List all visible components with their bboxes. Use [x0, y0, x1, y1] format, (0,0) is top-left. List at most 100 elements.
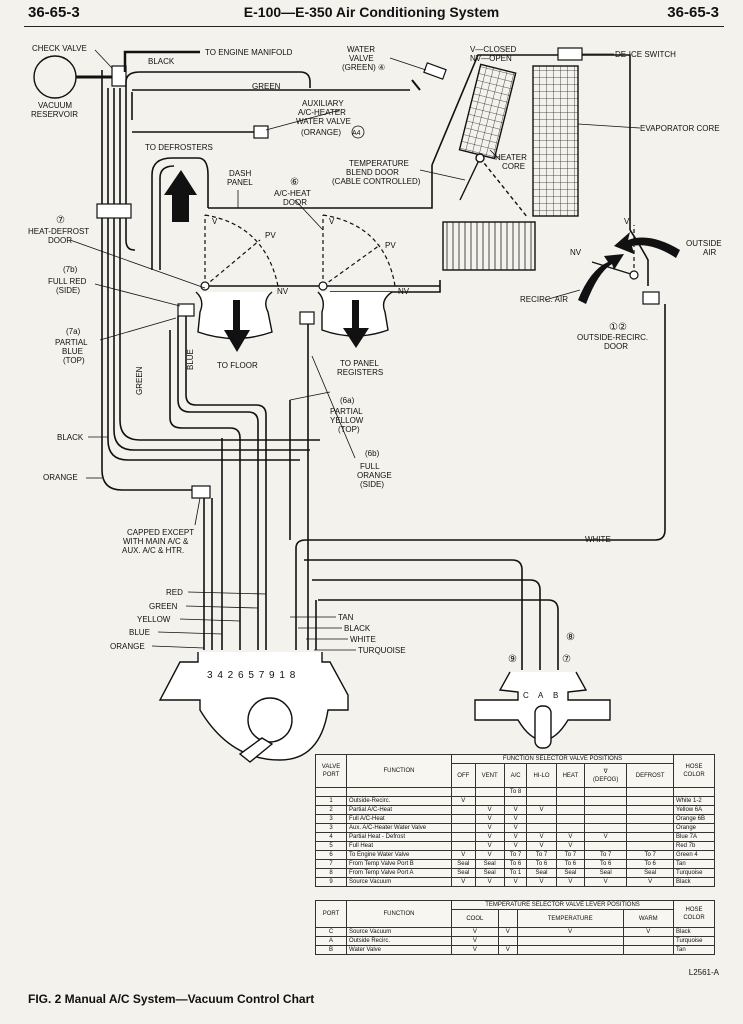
cell-port: 1: [315, 796, 347, 806]
cell-defrost: [626, 805, 674, 815]
th-ac: A/C: [503, 763, 528, 788]
label-nv-right: NV: [570, 248, 582, 257]
cell-color: Black: [673, 877, 715, 887]
label-white-line: WHITE: [585, 535, 611, 544]
label-blue-b: BLUE: [129, 628, 150, 637]
cell-ac: V: [503, 805, 528, 815]
label-partial-blue-3: (TOP): [63, 356, 85, 365]
label-tan-b: TAN: [338, 613, 354, 622]
label-aux-4: (ORANGE): [301, 128, 341, 137]
label-recirc-air: RECIRC. AIR: [520, 295, 568, 304]
label-capped-2: WITH MAIN A/C &: [123, 537, 189, 546]
cell-off: V: [451, 796, 476, 806]
cell-port: 8: [315, 868, 347, 878]
cell-defog: To 6: [584, 859, 628, 869]
label-temp-2: BLEND DOOR: [346, 168, 399, 177]
th-temp-hose-2: COLOR: [683, 915, 705, 921]
label-partial-blue-num: (7a): [66, 327, 81, 336]
cell-color: Blue 7A: [673, 832, 715, 842]
tube-bundle-left: [101, 70, 410, 491]
cell-port: A: [315, 936, 347, 946]
cell-hilo: V: [526, 805, 557, 815]
cell-function: From Temp Valve Port A: [346, 868, 452, 878]
label-partial-yellow-2: YELLOW: [330, 416, 364, 425]
cell-off: [451, 814, 476, 824]
cell-vent: V: [474, 823, 505, 833]
label-orange-left: ORANGE: [43, 473, 78, 482]
cell-defrost: [626, 841, 674, 851]
function-selector-valve: [158, 652, 349, 763]
label-vacuum-reservoir-1: VACUUM: [38, 101, 72, 110]
cell-off: [451, 841, 476, 851]
label-water-valve-2: VALVE: [349, 54, 374, 63]
label-full-red-num: (7b): [63, 265, 78, 274]
cell-defrost: [626, 814, 674, 824]
diagram-labels: CHECK VALVE VACUUM RESERVOIR BLACK TO EN…: [28, 44, 722, 700]
defroster-arrow: [164, 170, 197, 222]
label-to-engine-manifold: TO ENGINE MANIFOLD: [205, 48, 293, 57]
label-check-valve: CHECK VALVE: [32, 44, 87, 53]
label-ac-heat-1: A/C-HEAT: [274, 189, 311, 198]
label-full-red-1: FULL RED: [48, 277, 87, 286]
table-row: To 8: [315, 787, 715, 797]
label-capped-3: AUX. A/C & HTR.: [122, 546, 184, 555]
label-black-b: BLACK: [344, 624, 371, 633]
heater-core: [458, 63, 517, 160]
label-outside-air-2: AIR: [703, 248, 717, 257]
label-heater-core-2: CORE: [502, 162, 525, 171]
label-partial-yellow-3: (TOP): [338, 425, 360, 434]
cell-heat: [555, 805, 586, 815]
outside-recirc-door: [591, 225, 639, 280]
cell-heat: [555, 823, 586, 833]
cell-hilo: [526, 823, 557, 833]
label-heater-core-1: HEATER: [495, 153, 527, 162]
label-heat-defrost-2: DOOR: [48, 236, 72, 245]
cell-heat: [555, 814, 586, 824]
label-aux-badge: A4: [352, 130, 361, 137]
vacuum-reservoir: [33, 55, 77, 99]
cell-ac: V: [503, 877, 528, 887]
dash-panel: [208, 54, 649, 293]
heat-defrost-door: [200, 214, 279, 291]
cell-function: Outside-Recirc.: [346, 796, 452, 806]
label-partial-blue-1: PARTIAL: [55, 338, 88, 347]
figure-ref: L2561-A: [688, 968, 719, 977]
th-heat: HEAT: [555, 763, 586, 788]
label-outside-recirc-1: OUTSIDE-RECIRC.: [577, 333, 648, 342]
cell-defrost: To 7: [626, 850, 674, 860]
cell-vent: Seal: [474, 859, 505, 869]
ac-heat-door: [318, 214, 396, 291]
cell-off: Seal: [451, 868, 476, 878]
cell-p4: V: [622, 927, 675, 937]
water-valve: [423, 62, 447, 80]
cell-function: Source Vacuum: [346, 877, 452, 887]
cell-port: 7: [315, 859, 347, 869]
cell-color: Yellow 6A: [673, 805, 715, 815]
label-full-orange-2: ORANGE: [357, 471, 392, 480]
label-outside-air-1: OUTSIDE: [686, 239, 722, 248]
blower: [442, 221, 536, 271]
cell-function: To Engine Water Valve: [346, 850, 452, 860]
label-to-panel-2: REGISTERS: [337, 368, 383, 377]
cell-p3: V: [516, 927, 624, 937]
temperature-blend-door: [459, 153, 529, 219]
th-temp-function: FUNCTION: [346, 900, 452, 928]
th-defrost: DEFROST: [626, 763, 674, 788]
label-water-valve-1: WATER: [347, 45, 375, 54]
cell-vent: Seal: [474, 868, 505, 878]
cell-port: 6: [315, 850, 347, 860]
cell-function: Full A/C-Heat: [346, 814, 452, 824]
label-turquoise-b: TURQUOISE: [358, 646, 406, 655]
label-black-left: BLACK: [57, 433, 84, 442]
cell-color: White 1-2: [673, 796, 715, 806]
label-v-mid: V: [329, 217, 335, 226]
tube-clamp: [96, 203, 132, 219]
th-defog: (DEFOG): [593, 776, 619, 783]
label-v-closed: V—CLOSED: [470, 45, 516, 54]
panel-arrow: [343, 300, 369, 348]
